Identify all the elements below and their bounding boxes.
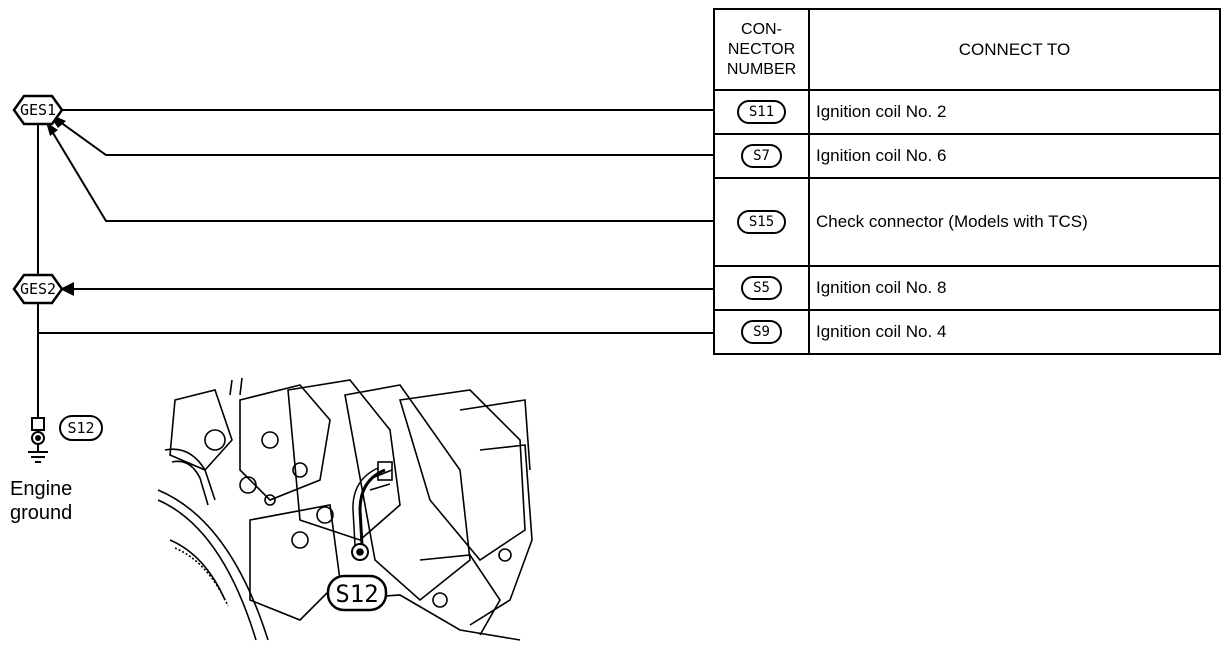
connector-badge: S9 (741, 320, 782, 344)
arrow-s15 (46, 122, 58, 136)
connector-cell: S5 (713, 265, 810, 311)
connector-badge: S11 (736, 100, 787, 124)
header-line-1: CON- (741, 20, 782, 38)
connector-cell: S9 (713, 309, 810, 355)
table-row: S5 Ignition coil No. 8 (713, 265, 1221, 311)
ground-connector-label: S12 (59, 415, 103, 441)
connector-badge: S7 (741, 144, 782, 168)
connect-to-cell: Ignition coil No. 2 (808, 89, 1221, 135)
connector-cell: S15 (713, 177, 810, 267)
table-row: S11 Ignition coil No. 2 (713, 89, 1221, 135)
arrow-s5 (60, 282, 74, 296)
header-line-2: NECTOR (727, 40, 796, 58)
connector-table: CON- NECTOR NUMBER CONNECT TO S11 Igniti… (713, 8, 1221, 355)
table-row: S15 Check connector (Models with TCS) (713, 177, 1221, 267)
connect-to-cell: Ignition coil No. 4 (808, 309, 1221, 355)
svg-text:GES2: GES2 (20, 280, 56, 298)
connector-badge: S15 (736, 210, 787, 234)
svg-text:S12: S12 (335, 580, 378, 608)
ground-label-line2: ground (10, 502, 72, 524)
header-connect-to: CONNECT TO (808, 8, 1221, 91)
table-row: S7 Ignition coil No. 6 (713, 133, 1221, 179)
joint-connector-top: GES1 (12, 94, 64, 126)
connect-to-cell: Ignition coil No. 6 (808, 133, 1221, 179)
ground-label-line1: Engine (10, 478, 72, 500)
joint-connector-bottom: GES2 (12, 273, 64, 305)
wire-s15 (49, 127, 714, 222)
svg-text:S12: S12 (67, 419, 94, 437)
svg-text:GES1: GES1 (20, 101, 56, 119)
connector-cell: S7 (713, 133, 810, 179)
ground-symbol-icon (28, 417, 48, 463)
wire-s7 (55, 118, 714, 156)
connector-badge: S5 (741, 276, 782, 300)
connect-to-cell: Check connector (Models with TCS) (808, 177, 1221, 267)
engine-illustration (157, 377, 533, 641)
table-row: S9 Ignition coil No. 4 (713, 309, 1221, 355)
header-line-3: NUMBER (726, 60, 797, 78)
table-header: CON- NECTOR NUMBER CONNECT TO (713, 8, 1221, 91)
illustration-connector-callout: S12 (326, 574, 388, 612)
connect-to-cell: Ignition coil No. 8 (808, 265, 1221, 311)
connector-cell: S11 (713, 89, 810, 135)
header-connector-number: CON- NECTOR NUMBER (713, 8, 810, 91)
